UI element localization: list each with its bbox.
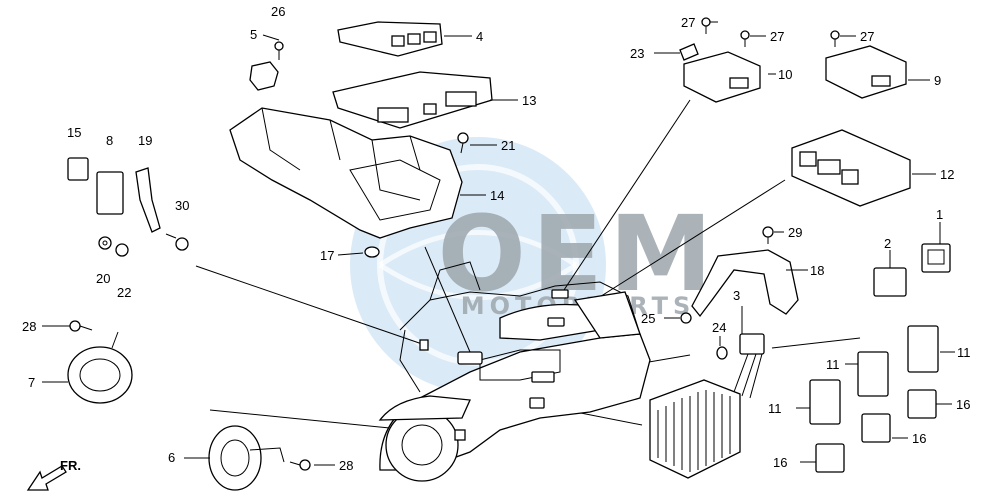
callout-7: 7 xyxy=(28,375,35,390)
part-29-bolt xyxy=(762,226,774,244)
part-24-grommet xyxy=(716,346,728,360)
part-2-cap xyxy=(873,267,907,297)
part-13-control-unit xyxy=(332,71,493,129)
callout-19: 19 xyxy=(138,133,152,148)
callout-3: 3 xyxy=(733,288,740,303)
callout-16-a: 16 xyxy=(956,397,970,412)
part-18-bracket xyxy=(691,249,799,318)
part-12-unit xyxy=(791,129,911,207)
part-27-screws xyxy=(701,17,840,47)
callout-12: 12 xyxy=(940,167,954,182)
callout-27-c: 27 xyxy=(860,29,874,44)
part-19-bracket xyxy=(135,167,161,233)
part-21-bolt xyxy=(457,132,469,154)
callout-16-b: 16 xyxy=(912,431,926,446)
direction-label: FR. xyxy=(60,458,81,473)
part-30-bolt xyxy=(165,233,189,251)
callout-10: 10 xyxy=(778,67,792,82)
callout-24: 24 xyxy=(712,320,726,335)
part-15-relay xyxy=(67,157,89,181)
callout-18: 18 xyxy=(810,263,824,278)
part-22-nut xyxy=(115,243,129,257)
callout-30: 30 xyxy=(175,198,189,213)
front-direction-arrow: FR. xyxy=(26,458,81,491)
motorcycle xyxy=(378,261,651,482)
part-14-bracket xyxy=(229,107,463,239)
callout-4: 4 xyxy=(476,29,483,44)
callout-15: 15 xyxy=(67,125,81,140)
callout-1: 1 xyxy=(936,207,943,222)
callout-28-a: 28 xyxy=(22,319,36,334)
part-3-regulator xyxy=(649,333,765,479)
part-16-relays xyxy=(815,389,937,473)
callout-23: 23 xyxy=(630,46,644,61)
callout-22: 22 xyxy=(117,285,131,300)
callout-28-b: 28 xyxy=(339,458,353,473)
part-7-horn xyxy=(67,331,133,404)
callout-leaders xyxy=(42,21,955,466)
part-4-control-unit xyxy=(337,21,443,57)
callout-11-b: 11 xyxy=(826,357,840,372)
callout-25: 25 xyxy=(641,311,655,326)
part-11-relays xyxy=(809,325,939,425)
watermark-brand: OEM xyxy=(438,193,719,315)
part-1-cap xyxy=(921,243,951,273)
part-10-unit xyxy=(683,51,761,103)
callout-6: 6 xyxy=(168,450,175,465)
callout-17: 17 xyxy=(320,248,334,263)
part-25-bolt xyxy=(680,312,692,324)
callout-26: 26 xyxy=(271,4,285,19)
part-23-clamp xyxy=(679,43,699,61)
part-20-washer xyxy=(98,236,112,250)
callout-11-c: 11 xyxy=(768,401,782,416)
callout-20: 20 xyxy=(96,271,110,286)
callout-13: 13 xyxy=(522,93,536,108)
callout-11-a: 11 xyxy=(957,345,971,360)
callout-14: 14 xyxy=(490,188,504,203)
callout-27-a: 27 xyxy=(681,15,695,30)
part-8-relay xyxy=(96,171,124,215)
callout-5: 5 xyxy=(250,27,257,42)
callout-9: 9 xyxy=(934,73,941,88)
callout-labels: 1 2 3 4 5 6 7 8 9 10 11 11 11 12 13 14 1… xyxy=(22,4,971,473)
callout-27-b: 27 xyxy=(770,29,784,44)
callout-21: 21 xyxy=(501,138,515,153)
part-9-unit xyxy=(825,45,907,99)
part-17-grommet xyxy=(364,246,380,258)
part-5-clip xyxy=(249,61,279,91)
callout-2: 2 xyxy=(884,236,891,251)
part-26-screw xyxy=(274,41,284,60)
callout-8: 8 xyxy=(106,133,113,148)
callout-16-c: 16 xyxy=(773,455,787,470)
part-6-horn xyxy=(208,425,285,491)
callout-29: 29 xyxy=(788,225,802,240)
